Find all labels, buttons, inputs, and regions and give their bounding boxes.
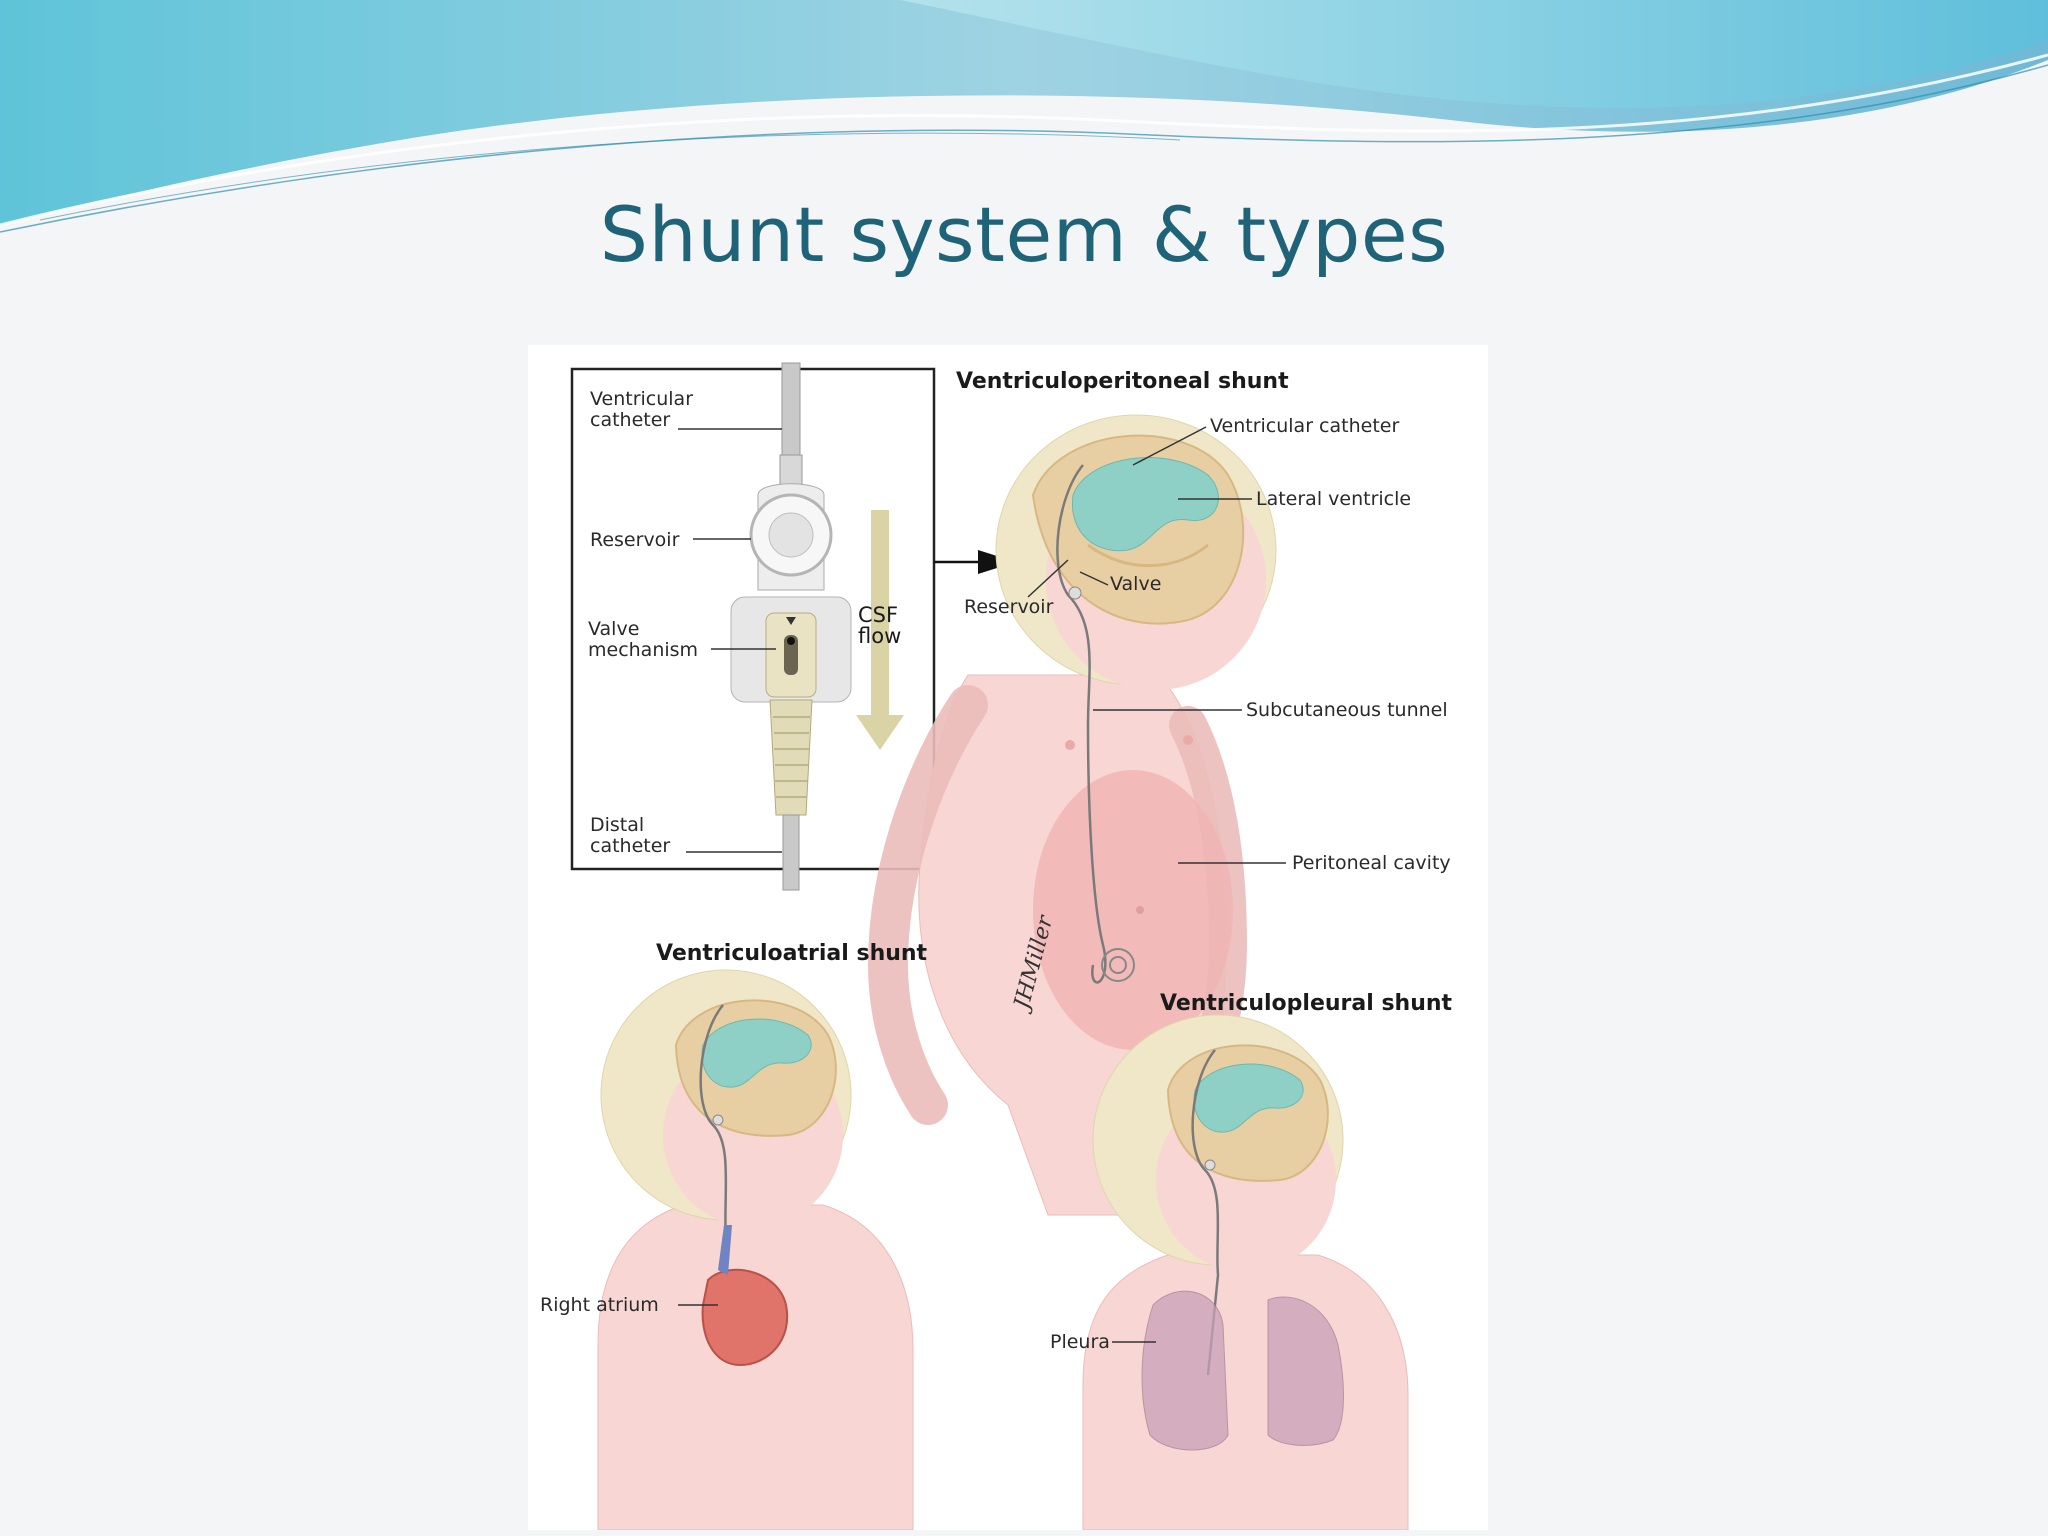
- slide-title: Shunt system & types: [599, 190, 1449, 279]
- inset-label-distal-2: catheter: [590, 835, 670, 857]
- vpl-shunt-illustration: Ventriculopleural shunt Pleura: [1050, 991, 1453, 1530]
- inset-label-valve-1: Valve: [588, 618, 639, 640]
- vp-label-reservoir: Reservoir: [964, 596, 1054, 618]
- inset-label-reservoir: Reservoir: [590, 529, 680, 551]
- vp-shunt-heading: Ventriculoperitoneal shunt: [956, 369, 1289, 394]
- csf-flow-arrow: [856, 510, 904, 750]
- vp-label-subcutaneous-tunnel: Subcutaneous tunnel: [1246, 699, 1448, 721]
- vpl-shunt-heading: Ventriculopleural shunt: [1160, 991, 1453, 1016]
- inset-label-ventricular-catheter-2: catheter: [590, 409, 670, 431]
- vp-label-ventricular-catheter: Ventricular catheter: [1210, 415, 1399, 437]
- shunt-components-inset: CSF flow Ventricular catheter Reservoir …: [570, 362, 1016, 891]
- shunt-diagram: CSF flow Ventricular catheter Reservoir …: [540, 362, 1453, 1530]
- inset-label-distal-1: Distal: [590, 814, 644, 836]
- inset-label-csf-2: flow: [858, 624, 901, 648]
- inset-label-ventricular-catheter-1: Ventricular: [590, 388, 693, 410]
- va-shunt-heading: Ventriculoatrial shunt: [656, 941, 928, 966]
- va-shunt-illustration: Ventriculoatrial shunt Right atrium: [540, 941, 928, 1530]
- vp-shunt-illustration: Ventriculoperitoneal shunt Ventricular c…: [867, 369, 1451, 1216]
- header-wave-decoration: [0, 0, 2048, 233]
- shunt-diagram-figure: CSF flow Ventricular catheter Reservoir …: [528, 345, 1488, 1530]
- vp-label-lateral-ventricle: Lateral ventricle: [1256, 488, 1411, 510]
- vp-label-valve: Valve: [1110, 573, 1161, 595]
- va-label-right-atrium: Right atrium: [540, 1294, 659, 1316]
- inset-label-csf-1: CSF: [858, 603, 898, 627]
- vpl-label-pleura: Pleura: [1050, 1331, 1110, 1353]
- inset-label-valve-2: mechanism: [588, 639, 698, 661]
- vp-label-peritoneal-cavity: Peritoneal cavity: [1292, 852, 1451, 874]
